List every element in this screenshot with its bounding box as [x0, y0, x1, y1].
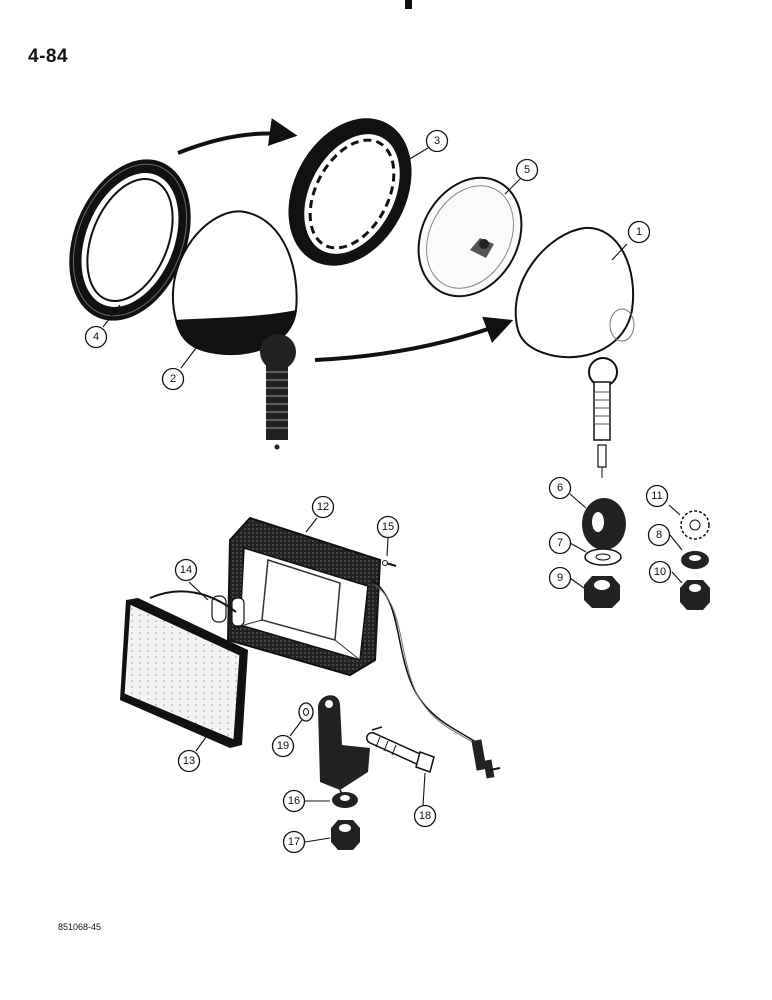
lock-washer-part-11 — [680, 510, 710, 540]
screw-part-15 — [382, 560, 397, 567]
callout-1: 1 — [627, 220, 651, 244]
callout-10: 10 — [648, 560, 672, 584]
callout-17: 17 — [282, 830, 306, 854]
mounting-bracket — [318, 695, 370, 801]
figure-code: 851068-45 — [58, 922, 102, 932]
callout-label-16: 16 — [288, 795, 300, 807]
lamp-ring-part-3 — [288, 118, 412, 266]
callout-12: 12 — [311, 495, 335, 519]
nut-part-17 — [331, 820, 360, 850]
page-number: 4-84 — [28, 46, 69, 67]
washer-part-7 — [584, 548, 622, 566]
callout-label-13: 13 — [183, 755, 195, 767]
wire-connector — [471, 739, 501, 779]
wire-harness — [371, 579, 481, 746]
callout-5: 5 — [515, 158, 539, 182]
callout-11: 11 — [645, 484, 669, 508]
callout-label-15: 15 — [382, 521, 394, 533]
callout-4: 4 — [84, 325, 108, 349]
lamp-assembly-part-1 — [514, 226, 635, 478]
lock-washer-part-8 — [681, 551, 709, 569]
wire-harness-inner — [374, 584, 483, 749]
washer-part-19 — [298, 702, 314, 722]
callout-15: 15 — [376, 515, 400, 539]
work-lamp-lens-part-13 — [120, 590, 248, 748]
callout-label-6: 6 — [557, 482, 563, 494]
callout-label-12: 12 — [317, 501, 329, 513]
bolt-part-18 — [366, 726, 435, 773]
callout-label-18: 18 — [419, 810, 431, 822]
callout-16: 16 — [282, 789, 306, 813]
leader-lines — [102, 147, 683, 843]
spacer-part-6 — [582, 498, 626, 550]
callout-19: 19 — [271, 734, 295, 758]
callout-9: 9 — [548, 566, 572, 590]
callout-label-17: 17 — [288, 836, 300, 848]
callout-label-19: 19 — [277, 740, 289, 752]
sealed-beam-part-5 — [417, 176, 523, 298]
callout-label-14: 14 — [180, 564, 192, 576]
callout-label-2: 2 — [170, 373, 176, 385]
callout-label-7: 7 — [557, 537, 563, 549]
callout-label-5: 5 — [524, 164, 530, 176]
callout-13: 13 — [177, 749, 201, 773]
rim-ring-part-4 — [69, 159, 191, 321]
lock-washer-part-16 — [332, 792, 358, 808]
callout-18: 18 — [413, 804, 437, 828]
nut-part-9 — [584, 576, 620, 608]
callout-6: 6 — [548, 476, 572, 500]
page-top-mark — [405, 0, 412, 9]
callout-3: 3 — [425, 129, 449, 153]
assembly-arrow-top — [177, 118, 298, 155]
callout-label-10: 10 — [654, 566, 666, 578]
callout-label-3: 3 — [434, 135, 440, 147]
callout-label-8: 8 — [656, 529, 662, 541]
callout-label-11: 11 — [651, 490, 662, 502]
work-lamp-housing-part-12 — [226, 516, 382, 677]
lamp-housing-part-2 — [171, 210, 298, 450]
callout-8: 8 — [647, 523, 671, 547]
assembly-arrow-middle — [314, 316, 514, 362]
callout-label-4: 4 — [93, 331, 99, 343]
callout-14: 14 — [174, 558, 198, 582]
callout-2: 2 — [161, 367, 185, 391]
callout-7: 7 — [548, 531, 572, 555]
callout-label-1: 1 — [636, 226, 642, 238]
callout-label-9: 9 — [557, 572, 563, 584]
nut-part-10 — [680, 580, 710, 610]
